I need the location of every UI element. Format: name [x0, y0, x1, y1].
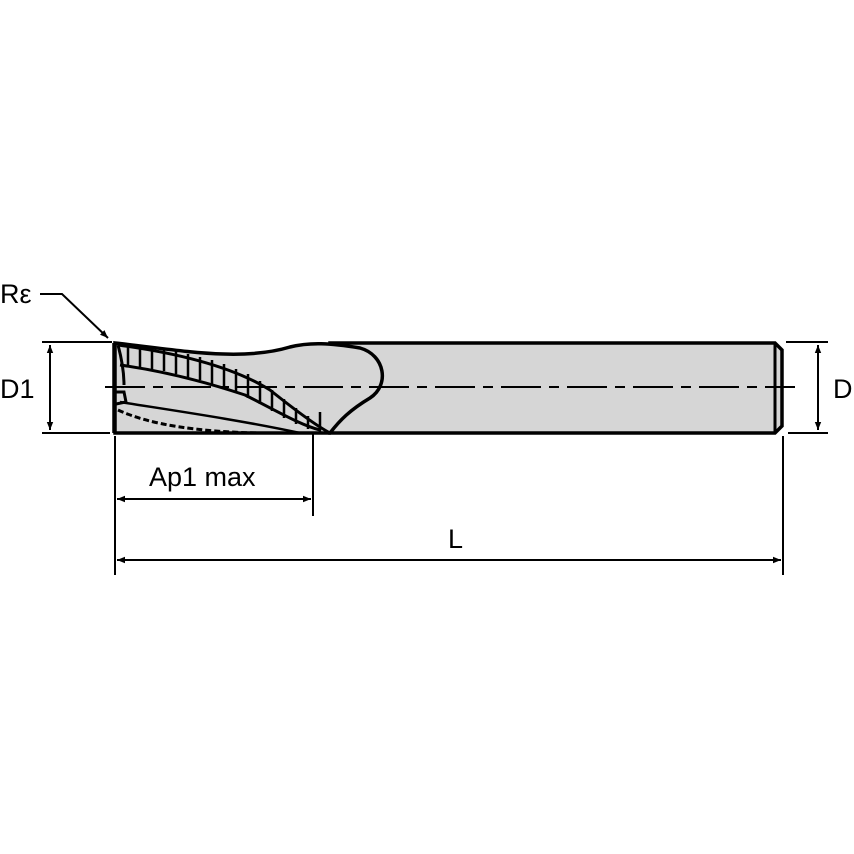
label-ap1-max: Ap1 max — [149, 462, 256, 492]
label-d: D — [833, 374, 853, 404]
corner-radius-leader — [40, 293, 109, 339]
label-corner-radius: Rε — [0, 279, 32, 309]
label-l: L — [448, 524, 463, 554]
extension-lines — [42, 341, 828, 575]
label-d1: D1 — [0, 374, 35, 404]
